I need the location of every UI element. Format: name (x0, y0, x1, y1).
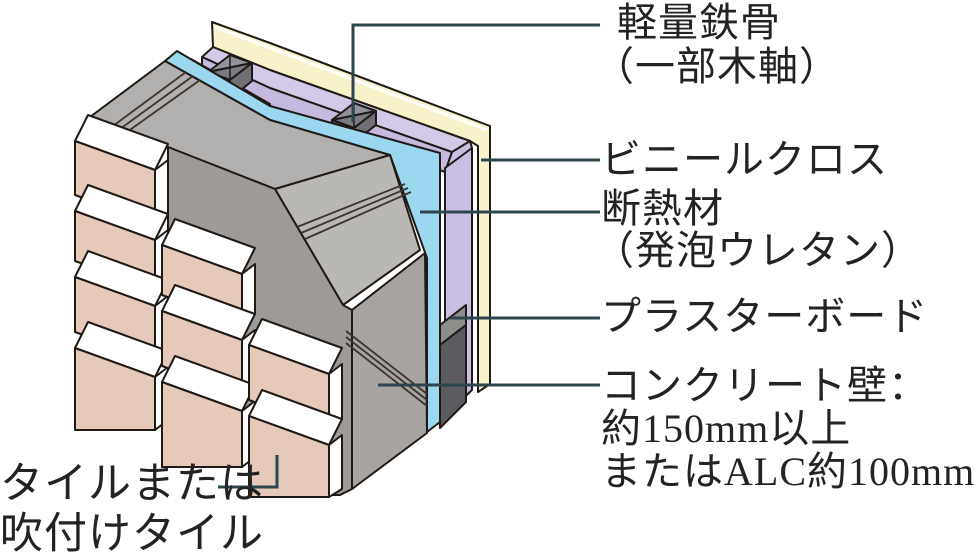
label-steel-frame-line1: 軽量鉄骨 (617, 0, 781, 45)
label-concrete-wall-line1: コンクリート壁： (601, 363, 929, 408)
label-concrete-wall-line3: またはALC約100mm (601, 449, 976, 494)
tile-face (74, 347, 156, 431)
label-tile-line1: タイルまたは (0, 461, 264, 508)
cavity-bottom-shadow (439, 324, 467, 429)
label-insulation-line2: （発泡ウレタン） (594, 228, 922, 273)
tile-grid (74, 114, 343, 498)
label-insulation-line1: 断熱材 (601, 186, 724, 231)
tile-face (248, 415, 330, 498)
label-concrete-wall-line2: 約150mm以上 (601, 406, 852, 451)
tile (248, 389, 343, 498)
label-steel-frame-line2: （一部木軸） (594, 44, 840, 89)
leader-steel-frame (351, 23, 600, 122)
tile-side-bevel (328, 434, 343, 498)
leader-tile (218, 455, 279, 489)
label-plaster-board: プラスターボード (601, 294, 929, 339)
label-vinyl-cloth: ビニールクロス (601, 137, 888, 182)
tile-face (161, 381, 243, 468)
leader-lines (218, 23, 600, 489)
vinyl-cloth-top-highlight (214, 25, 488, 132)
label-tile-line2: 吹付けタイル (0, 511, 264, 558)
